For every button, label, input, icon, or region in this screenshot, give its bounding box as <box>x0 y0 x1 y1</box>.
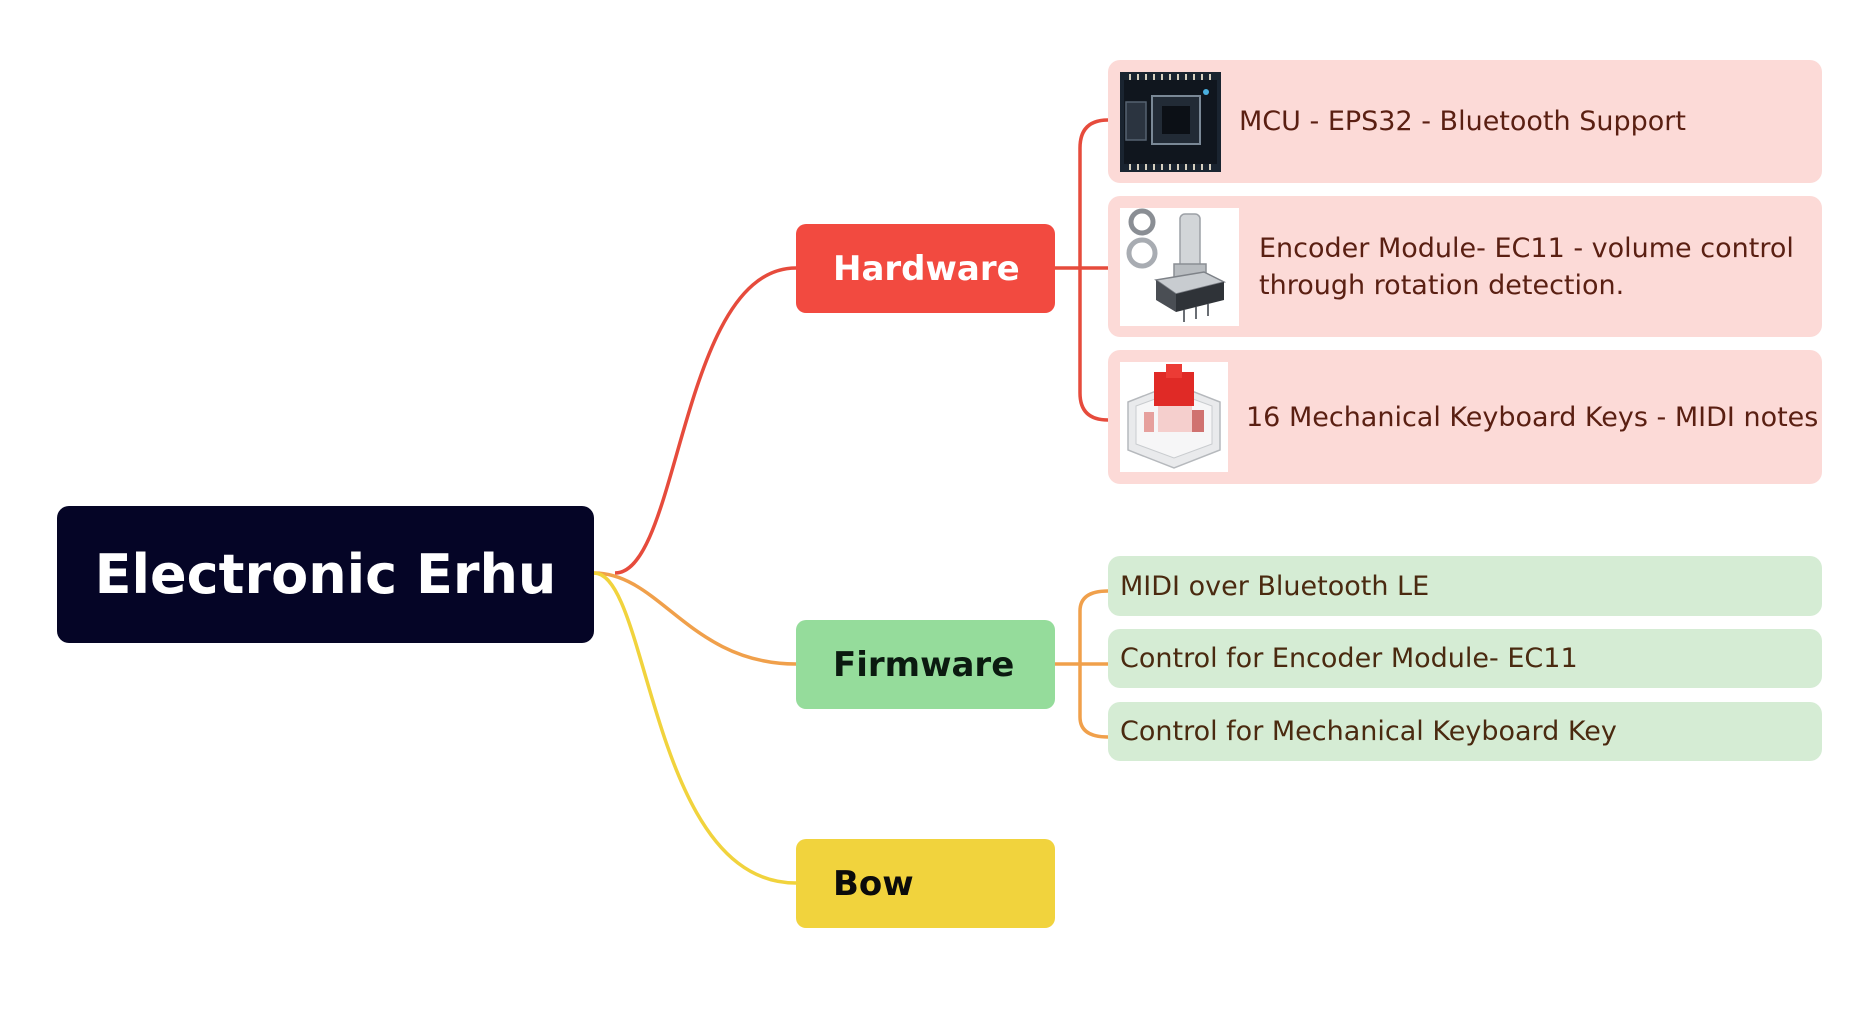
leaf-firmware-midi-label: MIDI over Bluetooth LE <box>1120 570 1430 602</box>
branch-bow-label: Bow <box>833 863 914 904</box>
link-root-bow <box>593 571 797 885</box>
leaf-hardware-encoder[interactable]: Encoder Module- EC11 - volume control th… <box>1108 196 1822 337</box>
link-root-hardware <box>614 266 797 575</box>
link-hardware-spine <box>1078 118 1109 422</box>
branch-hardware[interactable]: Hardware <box>796 224 1055 313</box>
leaf-hardware-keys[interactable]: 16 Mechanical Keyboard Keys - MIDI notes <box>1108 350 1822 484</box>
link-root-firmware <box>593 571 797 666</box>
leaf-firmware-keys-label: Control for Mechanical Keyboard Key <box>1120 716 1617 747</box>
leaf-firmware-midi[interactable]: MIDI over Bluetooth LE <box>1108 556 1822 616</box>
root-label: Electronic Erhu <box>94 543 557 606</box>
leaf-hardware-encoder-label: Encoder Module- EC11 - volume control th… <box>1259 232 1794 301</box>
branch-firmware-label: Firmware <box>833 644 1015 685</box>
leaf-firmware-encoder-label: Control for Encoder Module- EC11 <box>1120 643 1578 674</box>
esp32-board-icon <box>1120 71 1221 172</box>
leaf-firmware-encoder[interactable]: Control for Encoder Module- EC11 <box>1108 629 1822 688</box>
leaf-hardware-keys-label: 16 Mechanical Keyboard Keys - MIDI notes <box>1246 401 1819 433</box>
rotary-encoder-icon <box>1120 207 1239 326</box>
mechanical-switch-icon <box>1120 362 1228 472</box>
root-node[interactable]: Electronic Erhu <box>57 506 594 643</box>
branch-hardware-label: Hardware <box>833 248 1020 289</box>
leaf-firmware-keys[interactable]: Control for Mechanical Keyboard Key <box>1108 702 1822 761</box>
leaf-hardware-mcu[interactable]: MCU - EPS32 - Bluetooth Support <box>1108 60 1822 183</box>
branch-firmware[interactable]: Firmware <box>796 620 1055 709</box>
leaf-hardware-mcu-label: MCU - EPS32 - Bluetooth Support <box>1239 106 1686 137</box>
branch-bow[interactable]: Bow <box>796 839 1055 928</box>
